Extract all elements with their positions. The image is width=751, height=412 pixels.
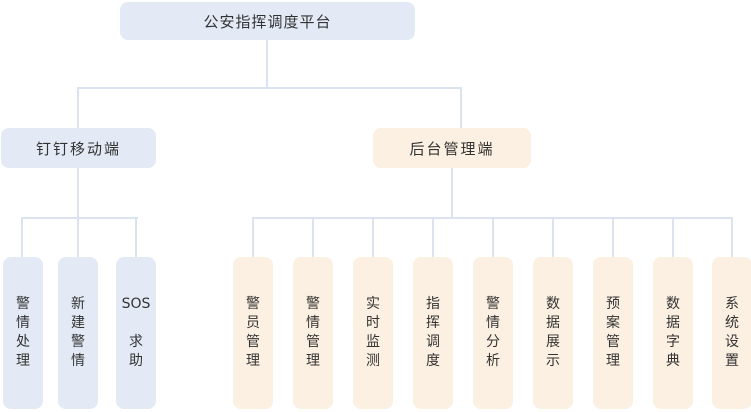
leaf-label: 预 案 管 理: [606, 296, 620, 369]
leaf-label: 数 据 展 示: [546, 296, 560, 369]
connector-line: [460, 89, 462, 128]
leaf-command-dispatch: 指 挥 调 度: [413, 257, 453, 409]
leaf-incident-analysis: 警 情 分 析: [473, 257, 513, 409]
leaf-label: 数 据 字 典: [666, 296, 680, 369]
node-label: 钉钉移动端: [35, 139, 121, 158]
leaf-label: 警 情 管 理: [306, 296, 320, 369]
connector-line: [672, 219, 674, 257]
leaf-label: 警 情 处 理: [16, 296, 30, 369]
node-label: 公安指挥调度平台: [203, 12, 332, 31]
leaf-realtime-monitoring: 实 时 监 测: [353, 257, 393, 409]
connector-line: [252, 217, 733, 219]
node-label: 后台管理端: [409, 139, 495, 158]
leaf-data-dictionary: 数 据 字 典: [653, 257, 693, 409]
leaf-incident-management: 警 情 管 理: [293, 257, 333, 409]
leaf-officer-management: 警 员 管 理: [233, 257, 273, 409]
connector-line: [492, 219, 494, 257]
connector-line: [77, 87, 462, 89]
leaf-sos-help: SOS 求 助: [116, 257, 156, 409]
leaf-label: 实 时 监 测: [366, 296, 380, 369]
leaf-label: 系 统 设 置: [725, 296, 739, 369]
connector-line: [77, 219, 79, 257]
leaf-label: 警 员 管 理: [246, 296, 260, 369]
node-backend-admin: 后台管理端: [373, 128, 531, 168]
node-platform-root: 公安指挥调度平台: [120, 2, 415, 40]
connector-line: [312, 219, 314, 257]
connector-line: [451, 168, 453, 217]
connector-line: [21, 219, 23, 257]
leaf-data-display: 数 据 展 示: [533, 257, 573, 409]
connector-line: [252, 219, 254, 257]
connector-line: [731, 219, 733, 257]
leaf-new-incident: 新 建 警 情: [58, 257, 98, 409]
connector-line: [612, 219, 614, 257]
leaf-plan-management: 预 案 管 理: [593, 257, 633, 409]
connector-line: [372, 219, 374, 257]
connector-line: [21, 217, 138, 219]
connector-line: [77, 89, 79, 128]
connector-line: [266, 40, 268, 87]
leaf-incident-handling: 警 情 处 理: [3, 257, 43, 409]
leaf-system-settings: 系 统 设 置: [712, 257, 751, 409]
leaf-label: 警 情 分 析: [486, 296, 500, 369]
connector-line: [432, 219, 434, 257]
leaf-label: SOS 求 助: [121, 296, 151, 369]
node-dingtalk-mobile: 钉钉移动端: [1, 128, 156, 168]
connector-line: [77, 168, 79, 217]
leaf-label: 新 建 警 情: [71, 296, 85, 369]
connector-line: [135, 219, 137, 257]
leaf-label: 指 挥 调 度: [426, 296, 440, 369]
connector-line: [552, 219, 554, 257]
